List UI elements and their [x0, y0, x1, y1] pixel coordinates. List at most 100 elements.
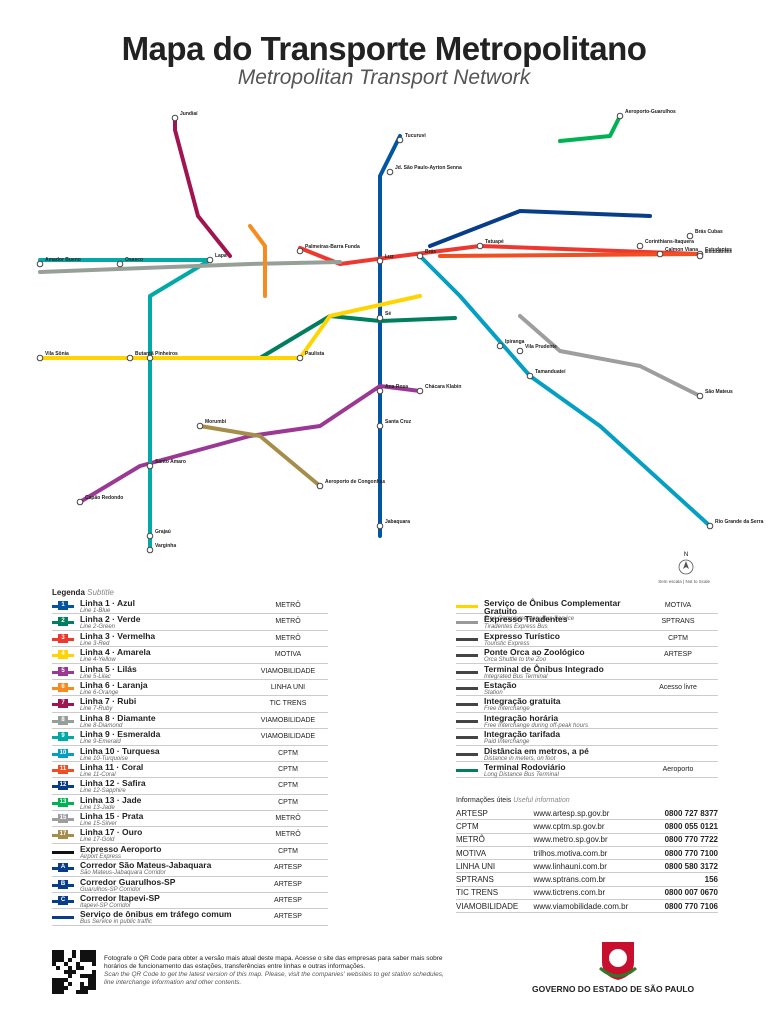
qr-code-icon[interactable]	[52, 950, 96, 994]
station-marker[interactable]	[206, 256, 214, 264]
info-url[interactable]: trilhos.motiva.com.br	[533, 846, 652, 861]
qr-module	[68, 970, 72, 974]
legend-name-en: Line 8-Diamond	[80, 722, 123, 729]
info-url[interactable]: www.metro.sp.gov.br	[533, 833, 652, 847]
station-marker[interactable]	[196, 422, 204, 430]
info-url[interactable]: www.artesp.sp.gov.br	[533, 807, 652, 821]
legend-operator: MOTIVA	[664, 602, 692, 609]
info-url[interactable]: www.sptrans.com.br	[533, 872, 652, 887]
station-marker[interactable]	[386, 168, 394, 176]
station-marker[interactable]	[171, 114, 179, 122]
legend-name: Linha 15 · Prata	[80, 811, 144, 822]
station-marker[interactable]	[316, 482, 324, 490]
station-label: Luz	[385, 254, 394, 260]
qr-text-pt: Fotografe o QR Code para obter a versão …	[104, 955, 443, 970]
line-swatch-icon	[456, 766, 478, 774]
qr-module	[60, 986, 64, 990]
legend-name: Terminal Rodoviário	[484, 761, 566, 772]
station-marker[interactable]	[496, 342, 504, 350]
station-marker[interactable]	[36, 260, 44, 268]
station-marker[interactable]	[76, 498, 84, 506]
station-marker[interactable]	[376, 257, 384, 265]
line-swatch-icon: 3	[52, 633, 74, 643]
station-marker[interactable]	[146, 532, 154, 540]
info-op: ARTESP	[456, 807, 534, 821]
info-phone: 0800 770 7100	[651, 846, 718, 861]
station-marker[interactable]	[636, 242, 644, 250]
station-marker[interactable]	[126, 354, 134, 362]
legend-name-en: Line 6-Orange	[80, 689, 119, 696]
qr-module	[84, 986, 88, 990]
station-marker[interactable]	[686, 232, 694, 240]
station-marker[interactable]	[146, 462, 154, 470]
info-op: CPTM	[456, 819, 534, 834]
station-marker[interactable]	[36, 354, 44, 362]
qr-module	[56, 954, 60, 958]
legend-operator: VIAMOBILIDADE	[260, 716, 316, 724]
qr-module	[52, 978, 56, 982]
station-marker[interactable]	[696, 252, 704, 260]
page-subtitle: Metropolitan Transport Network	[237, 66, 531, 89]
legend-name-en: Tiradentes Express Bus	[484, 624, 548, 631]
station-marker[interactable]	[516, 347, 524, 355]
line-12-route	[428, 209, 652, 248]
line-15-route	[518, 314, 702, 398]
legend-name-en: Line 12-Sapphire	[80, 788, 126, 795]
info-op: VIAMOBILIDADE	[456, 899, 534, 914]
legend-name-en: Bus Service in public traffic	[80, 919, 153, 926]
station-marker[interactable]	[116, 260, 124, 268]
station-marker[interactable]	[146, 354, 154, 362]
station-marker[interactable]	[656, 250, 664, 258]
info-url[interactable]: www.tictrens.com.br	[533, 886, 652, 901]
info-url[interactable]: www.cptm.sp.gov.br	[533, 819, 652, 834]
line-swatch-icon	[456, 668, 478, 676]
legend-name: Linha 9 · Esmeralda	[80, 729, 161, 740]
station-marker[interactable]	[396, 136, 404, 144]
station-marker[interactable]	[376, 522, 384, 530]
station-marker[interactable]	[296, 247, 304, 255]
station-marker[interactable]	[526, 372, 534, 380]
station-marker[interactable]	[416, 387, 424, 395]
qr-module	[80, 966, 84, 970]
info-op: TIC TRENS	[456, 886, 534, 901]
legend-name: Ponte Orca ao Zoológico	[484, 647, 585, 658]
line-1-route	[378, 134, 402, 538]
station-marker[interactable]	[376, 387, 384, 395]
legend-name: Terminal de Ônibus Integrado	[484, 663, 604, 674]
line-5-route	[78, 384, 422, 504]
station-marker[interactable]	[146, 546, 154, 554]
qr-module	[84, 950, 88, 954]
line-7-route	[173, 116, 232, 258]
legend-name: Linha 3 · Vermelha	[80, 630, 156, 641]
station-marker[interactable]	[296, 354, 304, 362]
station-marker[interactable]	[706, 522, 714, 530]
qr-module	[60, 954, 64, 958]
station-marker[interactable]	[416, 252, 424, 260]
qr-module	[60, 990, 64, 994]
info-url[interactable]: www.linhauni.com.br	[533, 859, 652, 874]
qr-module	[92, 982, 96, 986]
line-swatch-icon: 11	[52, 764, 74, 774]
station-marker[interactable]	[476, 242, 484, 250]
info-url[interactable]: www.viamobilidade.com.br	[533, 899, 652, 914]
legend-name: Distância em metros, a pé	[484, 745, 589, 756]
qr-module	[60, 958, 64, 962]
station-marker[interactable]	[376, 422, 384, 430]
station-marker[interactable]	[616, 112, 624, 120]
station-marker[interactable]	[696, 392, 704, 400]
line-swatch-icon: 5	[52, 666, 74, 676]
qr-instructions: Fotografe o QR Code para obter a versão …	[104, 955, 454, 987]
station-marker[interactable]	[376, 314, 384, 322]
legend-operator: ARTESP	[664, 651, 692, 659]
legend-operator: VIAMOBILIDADE	[260, 667, 316, 675]
station-label: Butantã	[135, 351, 154, 357]
